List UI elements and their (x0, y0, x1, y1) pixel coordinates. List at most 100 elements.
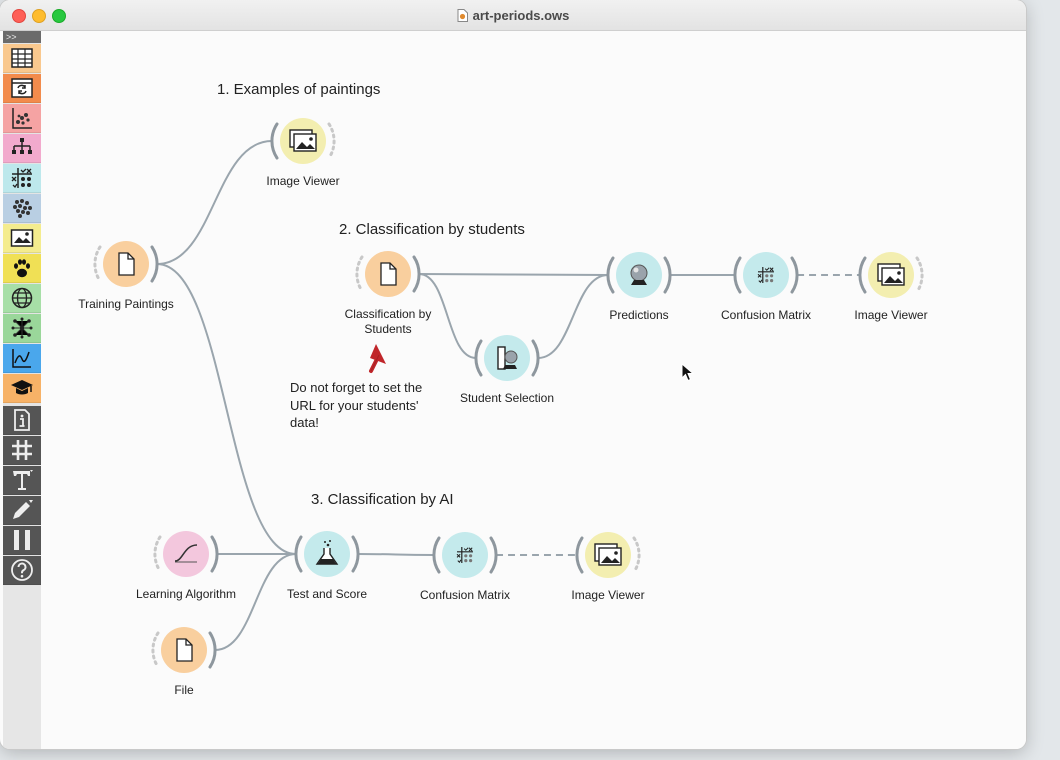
category-model-button[interactable] (3, 134, 41, 163)
node-label[interactable]: Image Viewer (854, 308, 928, 322)
node-body[interactable] (851, 235, 931, 315)
node-label[interactable]: Confusion Matrix (419, 588, 511, 602)
category-network-button[interactable] (3, 314, 41, 343)
node-body[interactable] (599, 235, 679, 315)
title-bar: art-periods.ows (0, 0, 1026, 31)
input-anchor[interactable] (93, 245, 102, 283)
section-title-examples[interactable]: 1. Examples of paintings (217, 81, 381, 98)
input-anchor[interactable] (575, 536, 584, 574)
output-anchor[interactable] (790, 256, 799, 294)
link-cls_students-student_sel[interactable] (418, 273, 477, 359)
category-educational-button[interactable] (3, 254, 41, 283)
node-label[interactable]: Confusion Matrix (720, 308, 812, 322)
section-title-ai[interactable]: 3. Classification by AI (311, 491, 454, 508)
output-anchor[interactable] (210, 535, 219, 573)
node-body[interactable] (287, 514, 367, 594)
node-body[interactable] (144, 610, 224, 690)
document-icon (457, 8, 468, 22)
input-anchor[interactable] (355, 255, 364, 293)
workflow-links (156, 140, 860, 651)
output-anchor[interactable] (351, 535, 360, 573)
main-window: art-periods.ows >> (0, 0, 1026, 749)
output-anchor[interactable] (663, 256, 672, 294)
category-data-button[interactable] (3, 44, 41, 73)
hash-tool-button[interactable] (3, 436, 41, 465)
annotation-arrow[interactable] (364, 342, 394, 378)
link-cls_students-predictions[interactable] (418, 273, 609, 276)
node-label[interactable]: Classification by Students (344, 307, 432, 336)
minimize-window-button[interactable] (32, 9, 46, 23)
workflow-canvas[interactable]: 1. Examples of paintings 2. Classificati… (42, 31, 1026, 749)
category-geo-button[interactable] (3, 284, 41, 313)
text-annotation-button[interactable] (3, 466, 41, 495)
output-anchor[interactable] (489, 536, 498, 574)
output-anchor[interactable] (412, 255, 421, 293)
text-annotation-icon (13, 470, 33, 490)
info-tool-button[interactable] (3, 406, 41, 435)
output-anchor[interactable] (915, 256, 924, 294)
node-label[interactable]: Image Viewer (266, 174, 340, 188)
learner-icon (174, 544, 198, 563)
node-body[interactable] (467, 318, 547, 398)
node-body[interactable] (146, 514, 226, 594)
node-label[interactable]: Learning Algorithm (135, 587, 237, 601)
category-timeseries-button[interactable] (3, 344, 41, 373)
node-label[interactable]: Image Viewer (571, 588, 645, 602)
link-training-tas[interactable] (156, 263, 297, 555)
annotation-note[interactable]: Do not forget to set the URL for your st… (290, 380, 423, 430)
help-icon (11, 559, 33, 581)
node-label[interactable]: File (174, 683, 194, 697)
node-body[interactable] (568, 515, 648, 595)
output-anchor[interactable] (632, 536, 641, 574)
input-anchor[interactable] (858, 256, 867, 294)
input-anchor[interactable] (432, 536, 441, 574)
section-title-students[interactable]: 2. Classification by students (339, 221, 525, 238)
image-viewer-icon (289, 129, 317, 152)
clusters-icon (13, 199, 32, 218)
line-chart-icon (12, 349, 31, 368)
category-unsupervised-button[interactable] (3, 194, 41, 223)
node-body[interactable] (348, 234, 428, 314)
node-label[interactable]: Training Paintings (78, 297, 174, 311)
output-anchor[interactable] (208, 631, 217, 669)
link-tas-cm2[interactable] (357, 553, 435, 556)
file-icon (118, 252, 135, 276)
node-label[interactable]: Student Selection (459, 391, 555, 405)
link-file-tas[interactable] (214, 553, 297, 651)
toolbox-collapse-button[interactable]: >> (3, 31, 41, 43)
arrow-annotation-button[interactable] (3, 496, 41, 525)
flask-icon (315, 540, 339, 565)
mouse-cursor (681, 363, 695, 382)
category-image-analytics-button[interactable] (3, 224, 41, 253)
category-transform-button[interactable] (3, 74, 41, 103)
selection-icon (497, 346, 518, 370)
node-body[interactable] (263, 101, 343, 181)
category-evaluate-button[interactable] (3, 164, 41, 193)
help-button[interactable] (3, 556, 41, 585)
input-anchor[interactable] (153, 535, 162, 573)
node-label[interactable]: Test and Score (286, 587, 368, 601)
widget-toolbox: >> (3, 31, 41, 749)
pause-button[interactable] (3, 526, 41, 555)
input-anchor[interactable] (270, 122, 279, 160)
output-anchor[interactable] (327, 122, 336, 160)
node-body[interactable] (86, 224, 166, 304)
input-anchor[interactable] (474, 339, 483, 377)
link-training-iv1[interactable] (156, 140, 273, 265)
category-visualize-button[interactable] (3, 104, 41, 133)
network-icon (11, 317, 33, 339)
output-anchor[interactable] (531, 339, 540, 377)
close-window-button[interactable] (12, 9, 26, 23)
node-body[interactable] (726, 235, 806, 315)
node-body[interactable] (425, 515, 505, 595)
category-education-button[interactable] (3, 374, 41, 403)
input-anchor[interactable] (606, 256, 615, 294)
node-label[interactable]: Predictions (609, 308, 669, 322)
zoom-window-button[interactable] (52, 9, 66, 23)
link-student_sel-predictions[interactable] (537, 274, 609, 359)
transform-icon (11, 78, 33, 98)
input-anchor[interactable] (733, 256, 742, 294)
output-anchor[interactable] (150, 245, 159, 283)
input-anchor[interactable] (294, 535, 303, 573)
input-anchor[interactable] (151, 631, 160, 669)
